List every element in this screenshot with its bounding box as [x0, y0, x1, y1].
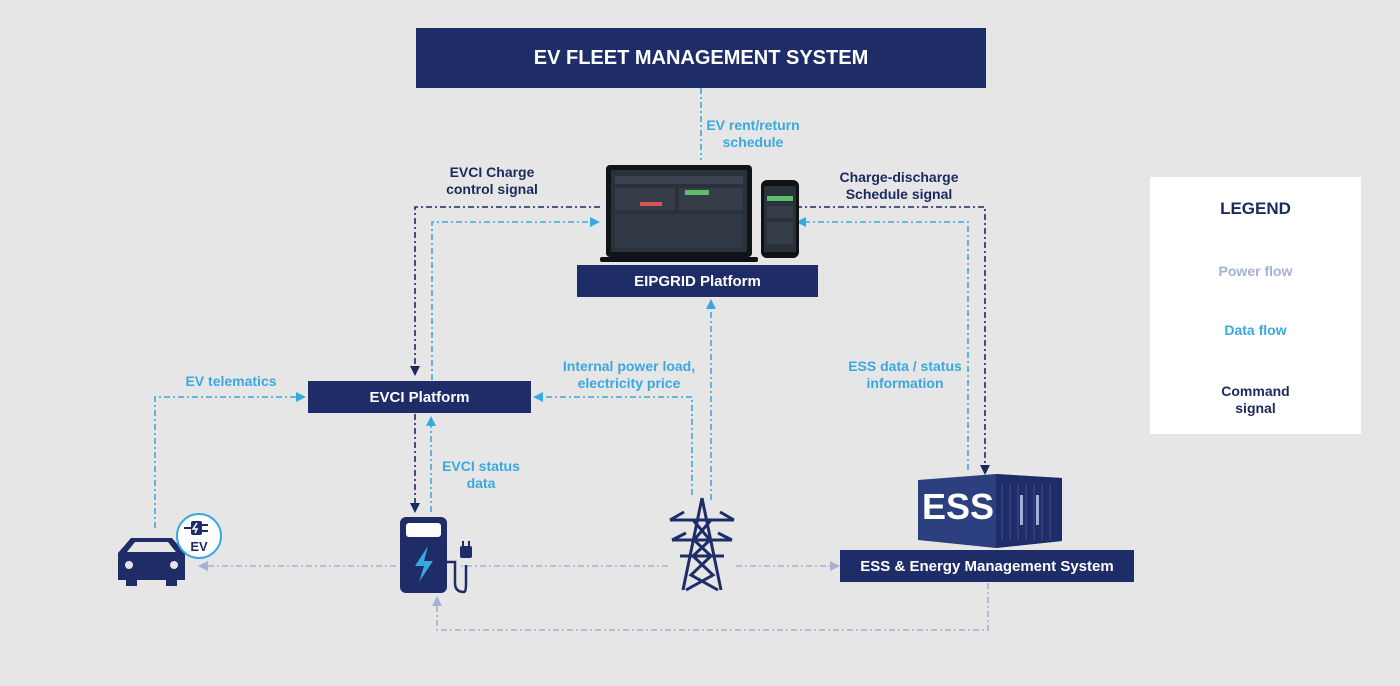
label-ev-telematics: EV telematics	[185, 373, 277, 389]
fleet-system-title: EV FLEET MANAGEMENT SYSTEM	[533, 46, 869, 69]
data-ess-to-platform	[796, 217, 969, 470]
laptop-icon	[600, 165, 758, 262]
data-ev-telematics	[154, 392, 306, 528]
power-ess-to-charger	[432, 583, 989, 631]
ess-system-label: ESS & Energy Management System	[860, 557, 1114, 575]
command-charge-discharge	[796, 206, 990, 475]
legend-title: LEGEND	[1220, 199, 1291, 218]
eipgrid-platform-label: EIPGRID Platform	[634, 272, 761, 290]
ess-system-box: ESS & Energy Management System	[840, 550, 1134, 582]
phone-icon	[761, 180, 799, 258]
car-icon	[118, 538, 185, 586]
legend-data-label: Data flow	[1224, 322, 1287, 338]
data-evci-to-platform	[431, 217, 600, 380]
ess-container-text: ESS	[922, 486, 994, 527]
charger-icon	[400, 517, 472, 594]
legend-power-label: Power flow	[1218, 263, 1293, 279]
ev-badge-icon	[176, 513, 222, 559]
power-tower-icon	[669, 497, 735, 592]
evci-platform-box: EVCI Platform	[308, 381, 531, 413]
eipgrid-platform-box: EIPGRID Platform	[577, 265, 818, 297]
ess-container-icon: ESS	[918, 474, 1062, 548]
command-evci-charge	[410, 206, 600, 376]
ev-badge-label: EV	[190, 539, 208, 554]
evci-platform-label: EVCI Platform	[369, 388, 470, 406]
data-tower-to-evci	[533, 392, 693, 495]
fleet-system-box: EV FLEET MANAGEMENT SYSTEM	[416, 28, 986, 88]
label-internal-power: Internal power load,electricity price	[562, 358, 696, 391]
